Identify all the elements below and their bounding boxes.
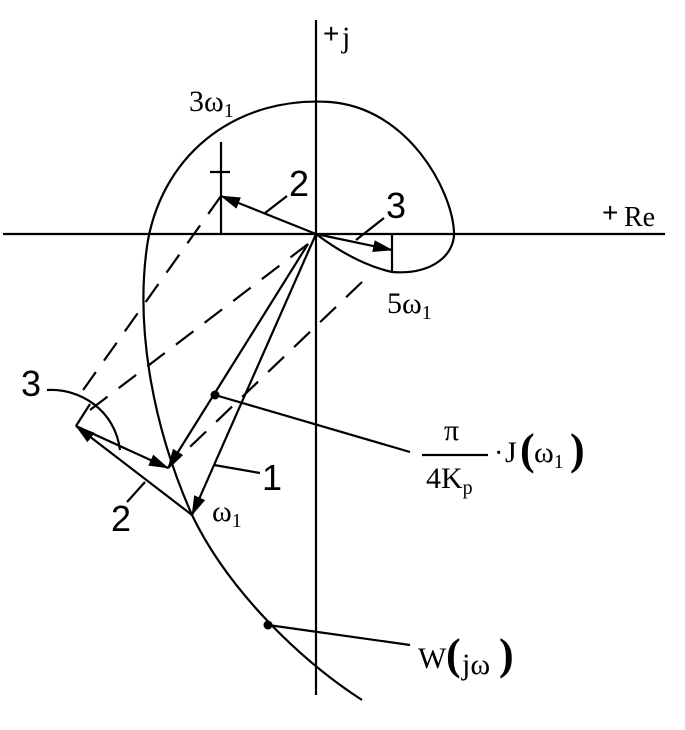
vector-3-base <box>75 403 91 427</box>
dashed-line-b <box>89 243 309 411</box>
lower-arc <box>46 388 122 451</box>
vector-1-main <box>190 233 318 516</box>
vector-2-upper <box>220 194 317 236</box>
leader-transfer-formula <box>267 623 411 647</box>
real-plus-sign: + <box>602 197 618 228</box>
transfer-paren-close: ) <box>499 630 514 679</box>
formula-dot: · <box>494 438 503 469</box>
leader-3-upper <box>355 217 385 241</box>
formula-paren-open: ( <box>520 425 535 474</box>
vector-3-lower <box>75 424 169 470</box>
leader-1 <box>213 463 261 475</box>
formula-paren-close: ) <box>570 425 585 474</box>
label-3w1: 3ω1 <box>189 85 234 122</box>
transfer-function: W <box>418 642 447 675</box>
num-2-upper: 2 <box>289 163 309 204</box>
vector-3-upper <box>315 232 393 252</box>
num-2-lower: 2 <box>111 498 131 539</box>
formula-function: J <box>505 436 517 469</box>
num-3-left: 3 <box>21 363 41 404</box>
num-1: 1 <box>262 457 282 498</box>
transfer-paren-open: ( <box>446 630 461 679</box>
transfer-argument: jω <box>461 648 490 681</box>
nyquist-curve <box>142 100 456 701</box>
harmonic-formula: π 4Kp · J ( ω1 ) <box>422 414 585 499</box>
num-3-upper: 3 <box>386 185 406 226</box>
dashed-line-a <box>75 195 222 401</box>
formula-denominator: 4Kp <box>426 462 473 499</box>
point-harmonic <box>210 390 220 400</box>
leader-2-upper <box>264 195 288 214</box>
formula-argument: ω1 <box>534 436 564 473</box>
imag-axis-label: j <box>341 21 350 54</box>
leader-harmonic-formula <box>214 393 411 454</box>
real-axis-label: Re <box>624 202 655 233</box>
dashed-line-c <box>167 281 363 469</box>
imag-plus-sign: + <box>323 18 339 49</box>
label-5w1: 5ω1 <box>387 287 432 324</box>
label-w1: ω1 <box>212 495 242 532</box>
harmonic3-loop <box>315 233 393 274</box>
point-transfer <box>263 620 273 630</box>
vector-sum-line <box>167 243 309 469</box>
formula-numerator: π <box>444 414 459 447</box>
leader-2-lower <box>126 481 146 503</box>
transfer-formula: W ( jω ) <box>418 630 514 681</box>
vector-2-lower <box>75 425 193 516</box>
